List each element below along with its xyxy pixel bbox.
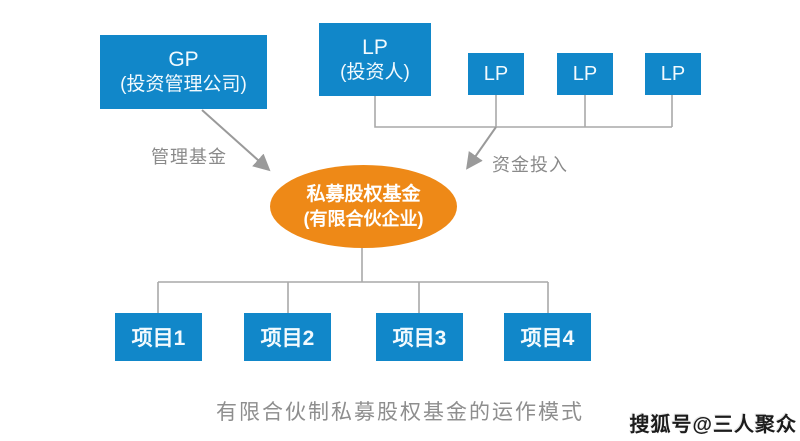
- fund-subtitle: (有限合伙企业): [303, 209, 424, 230]
- lp-node-3: LP: [645, 53, 701, 95]
- lp-node-3-label: LP: [660, 63, 686, 85]
- capital-input-label: 资金投入: [492, 155, 568, 175]
- lp-main-subtitle: (投资人): [340, 61, 410, 83]
- fund-ellipse-node: 私募股权基金 (有限合伙企业): [270, 165, 457, 248]
- lp-tree-line: [374, 96, 672, 128]
- project-node-3: 项目3: [376, 313, 463, 361]
- lp-node-2-label: LP: [572, 63, 598, 85]
- fund-title: 私募股权基金: [306, 183, 421, 205]
- manage-fund-label: 管理基金: [151, 147, 227, 167]
- gp-to-fund-arrow: [201, 109, 271, 172]
- gp-title: GP: [168, 48, 199, 71]
- lp-node-1: LP: [468, 53, 524, 95]
- lp-to-fund-arrow: [466, 126, 497, 170]
- lp-main-node: LP (投资人): [319, 23, 431, 96]
- gp-node: GP (投资管理公司): [100, 35, 267, 109]
- project-node-4: 项目4: [504, 313, 591, 361]
- diagram-caption: 有限合伙制私募股权基金的运作模式: [216, 401, 584, 424]
- gp-subtitle: (投资管理公司): [120, 74, 247, 96]
- project-node-2: 项目2: [244, 313, 331, 361]
- lp-node-1-label: LP: [483, 63, 509, 85]
- project-node-1: 项目1: [115, 313, 202, 361]
- lp-main-title: LP: [362, 35, 388, 59]
- lp-node-2: LP: [557, 53, 613, 95]
- watermark-text: 搜狐号@三人聚众: [629, 414, 797, 436]
